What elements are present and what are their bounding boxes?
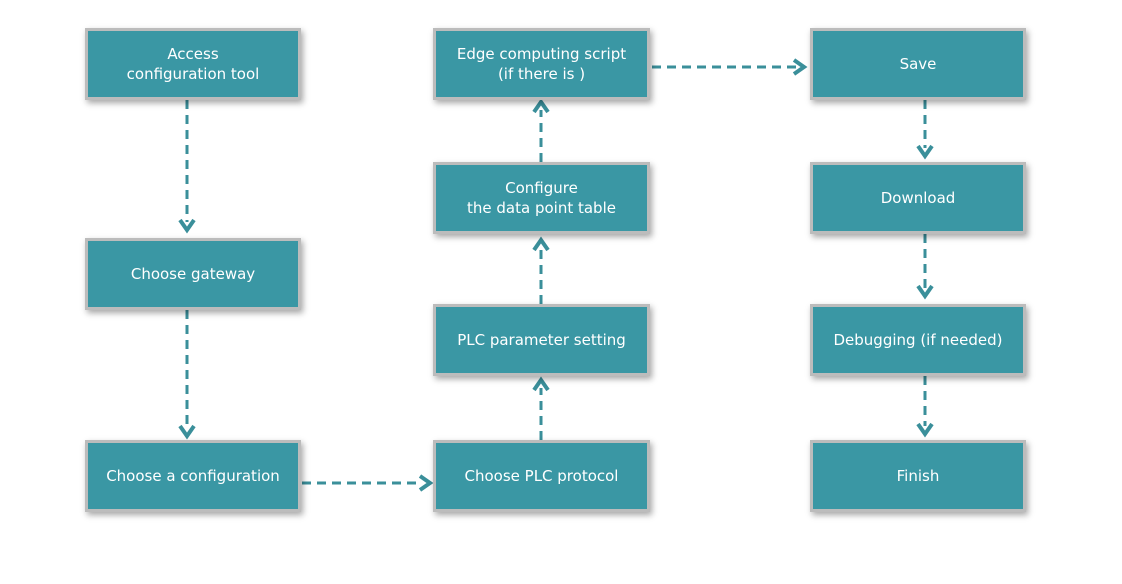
node-label: PLC parameter setting <box>457 331 626 349</box>
arrowhead-down-icon <box>916 144 934 160</box>
node-label: Finish <box>896 467 940 485</box>
arrowhead-down-icon <box>916 284 934 300</box>
arrowhead-up-icon <box>532 98 550 114</box>
node-choose-configuration: Choose a configuration <box>85 440 301 512</box>
node-plc-parameter-setting: PLC parameter setting <box>433 304 650 376</box>
node-finish: Finish <box>810 440 1026 512</box>
arrowhead-right-icon <box>418 474 434 492</box>
node-choose-gateway: Choose gateway <box>85 238 301 310</box>
arrowhead-down-icon <box>178 424 196 440</box>
arrowhead-down-icon <box>916 422 934 438</box>
node-access-configuration-tool: Access configuration tool <box>85 28 301 100</box>
node-label: Choose PLC protocol <box>464 467 619 485</box>
node-label: Choose gateway <box>130 265 256 283</box>
node-label: Choose a configuration <box>106 467 280 485</box>
node-configure-data-point-table: Configure the data point table <box>433 162 650 234</box>
node-label: Edge computing script (if there is ) <box>456 45 627 83</box>
node-label: Download <box>880 189 956 207</box>
arrowhead-right-icon <box>792 58 808 76</box>
node-label: Save <box>899 55 937 73</box>
node-choose-plc-protocol: Choose PLC protocol <box>433 440 650 512</box>
node-label: Debugging (if needed) <box>833 331 1003 349</box>
arrowhead-down-icon <box>178 218 196 234</box>
node-download: Download <box>810 162 1026 234</box>
node-edge-computing-script: Edge computing script (if there is ) <box>433 28 650 100</box>
node-label: Access configuration tool <box>126 45 260 83</box>
node-debugging: Debugging (if needed) <box>810 304 1026 376</box>
node-label: Configure the data point table <box>467 179 616 217</box>
arrowhead-up-icon <box>532 236 550 252</box>
arrowhead-up-icon <box>532 376 550 392</box>
node-save: Save <box>810 28 1026 100</box>
